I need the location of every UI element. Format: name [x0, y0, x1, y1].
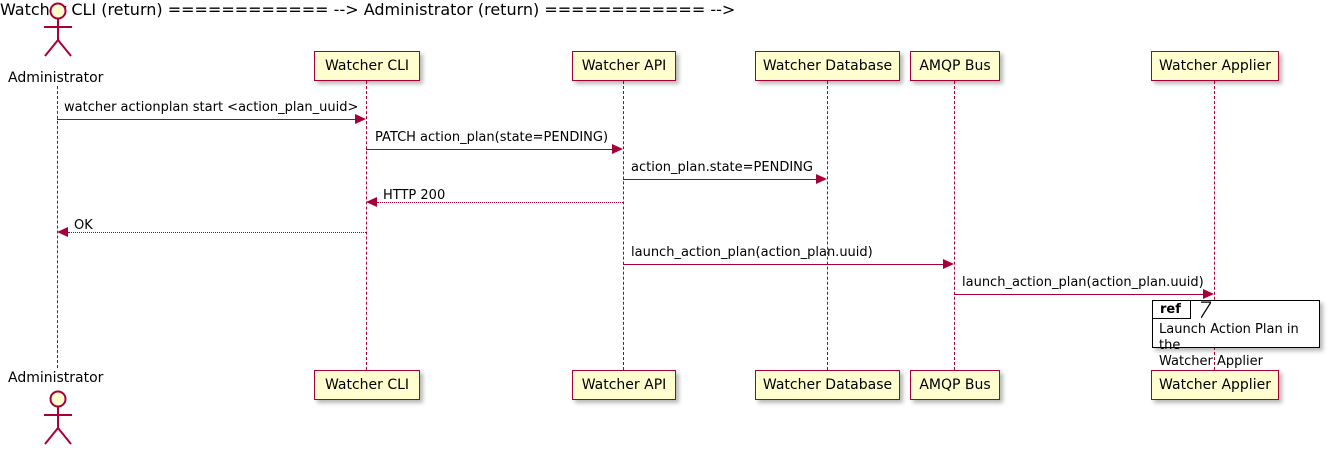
participant-box-watcher-applier-bottom[interactable]: Watcher Applier	[1151, 370, 1279, 400]
ref-fragment-tag-label: ref	[1160, 302, 1181, 317]
message-6-arrowhead	[943, 259, 954, 269]
message-7-arrowhead	[1203, 289, 1214, 299]
actor-administrator-bottom	[36, 390, 80, 450]
message-5-arrowhead	[57, 227, 68, 237]
message-1-label: watcher actionplan start <action_plan_uu…	[64, 100, 359, 115]
ref-fragment-tag-corner-icon	[1201, 301, 1211, 319]
message-4-arrowhead	[366, 197, 377, 207]
message-3-label: action_plan.state=PENDING	[631, 160, 813, 175]
participant-box-watcher-cli-bottom[interactable]: Watcher CLI	[314, 370, 420, 400]
lifeline-watcher-database	[827, 81, 828, 370]
message-2-arrowhead	[612, 144, 623, 154]
message-5-label: OK	[74, 218, 93, 233]
lifeline-watcher-cli	[366, 81, 367, 370]
participant-box-watcher-api-top[interactable]: Watcher API	[572, 51, 676, 81]
actor-administrator-top-label: Administrator	[8, 70, 104, 86]
participant-label: Watcher API	[581, 58, 667, 74]
message-7-line	[954, 294, 1204, 295]
participant-label: Watcher CLI	[324, 377, 410, 393]
participant-label: Watcher API	[581, 377, 667, 393]
message-4-label: HTTP 200	[383, 188, 446, 203]
ref-fragment-body: Launch Action Plan in the Watcher Applie…	[1159, 322, 1319, 370]
lifeline-watcher-api	[623, 81, 624, 370]
message-3-arrowhead	[816, 174, 827, 184]
participant-label: Watcher Applier	[1159, 377, 1271, 393]
participant-label: AMQP Bus	[919, 377, 991, 393]
message-2-line	[366, 149, 613, 150]
message-1-line	[57, 119, 357, 120]
message-5-line	[68, 232, 366, 233]
ref-fragment-line-2: Watcher Applier	[1159, 354, 1263, 369]
participant-box-watcher-cli-top[interactable]: Watcher CLI	[314, 51, 420, 81]
actor-administrator-top	[36, 2, 80, 58]
participant-label: Watcher Database	[762, 377, 893, 393]
participant-label: AMQP Bus	[919, 58, 991, 74]
message-7-label: launch_action_plan(action_plan.uuid)	[962, 275, 1204, 290]
participant-box-watcher-applier-top[interactable]: Watcher Applier	[1151, 51, 1279, 81]
message-1-arrowhead	[355, 114, 366, 124]
participant-box-watcher-database-top[interactable]: Watcher Database	[755, 51, 900, 81]
message-3-line	[623, 179, 817, 180]
participant-label: Watcher Database	[762, 58, 893, 74]
message-4-line	[377, 202, 623, 203]
participant-box-amqp-bus-top[interactable]: AMQP Bus	[910, 51, 1000, 81]
participant-box-amqp-bus-bottom[interactable]: AMQP Bus	[910, 370, 1000, 400]
participant-box-watcher-database-bottom[interactable]: Watcher Database	[755, 370, 900, 400]
message-6-label: launch_action_plan(action_plan.uuid)	[631, 245, 873, 260]
ref-fragment-tag: ref	[1153, 301, 1191, 319]
participant-box-watcher-api-bottom[interactable]: Watcher API	[572, 370, 676, 400]
message-2-label: PATCH action_plan(state=PENDING)	[375, 130, 609, 145]
participant-label: Watcher Applier	[1159, 58, 1271, 74]
actor-administrator-bottom-label: Administrator	[8, 370, 104, 386]
lifeline-watcher-applier	[1214, 81, 1215, 370]
participant-label: Watcher CLI	[324, 58, 410, 74]
message-6-line	[623, 264, 944, 265]
lifeline-amqp-bus	[954, 81, 955, 370]
ref-fragment-line-1: Launch Action Plan in the	[1159, 322, 1299, 353]
ref-fragment[interactable]: ref Launch Action Plan in the Watcher Ap…	[1152, 300, 1320, 369]
